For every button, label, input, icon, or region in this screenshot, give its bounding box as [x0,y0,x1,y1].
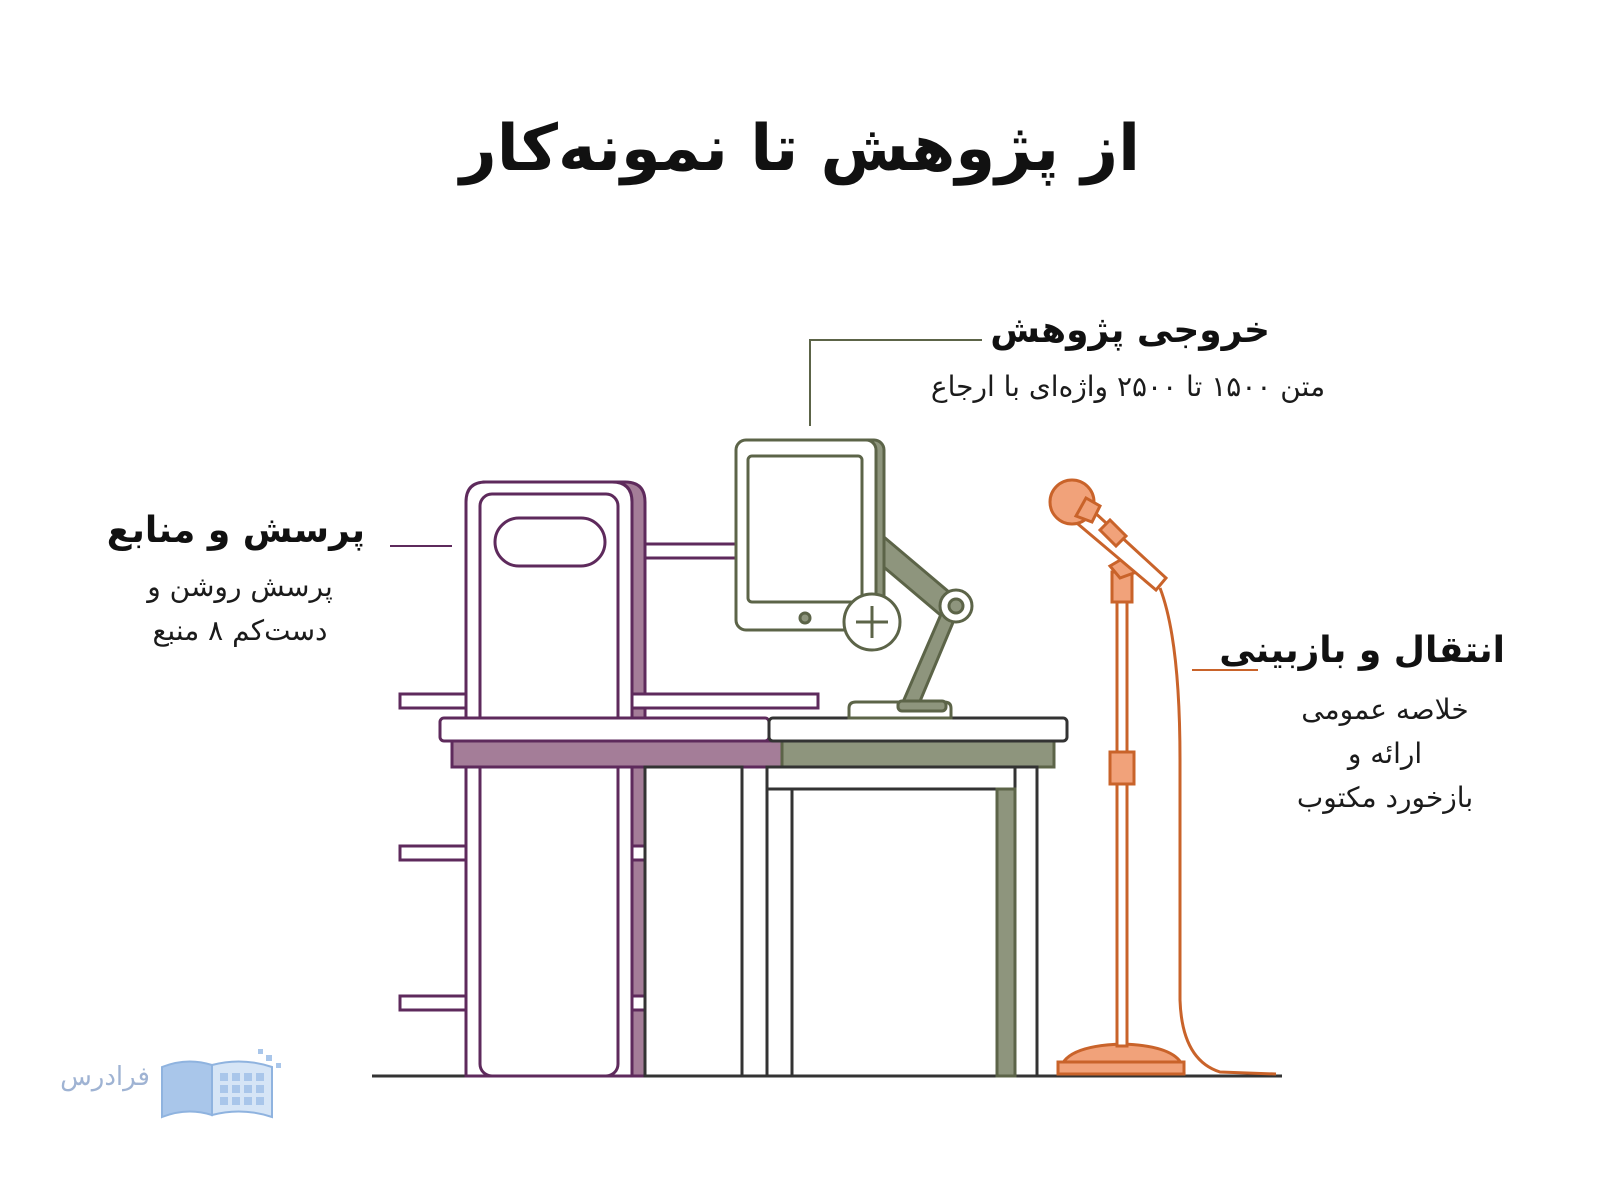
plus-icon [842,592,902,652]
questions-sources-body: پرسش روشن و دست‌کم ۸ منبع [100,565,380,653]
tablet-icon [734,438,974,720]
transfer-review-line: بازخورد مکتوب [1296,781,1474,814]
research-leader-line [809,339,982,426]
questions-sources-line: دست‌کم ۸ منبع [152,614,328,647]
desk-icon [438,716,1069,1078]
transfer-review-title: انتقال و بازبینی [1219,630,1505,671]
book-logo-icon [161,1049,281,1119]
questions-sources-title: پرسش و منابع [106,510,365,551]
microphone-icon [1048,478,1277,1076]
logo-text: فرادرس [60,1062,150,1092]
transfer-review-line: خلاصه عمومی [1301,693,1469,726]
leader-lines [390,339,1258,671]
research-output-body: متن ۱۵۰۰ تا ۲۵۰۰ واژه‌ای با ارجاع [930,370,1326,403]
transfer-review-line: ارائه و [1347,737,1423,770]
research-output-title: خروجی پژوهش [990,310,1270,351]
questions-sources-line: پرسش روشن و [147,570,333,603]
transfer-review-body: خلاصه عمومی ارائه و بازخورد مکتوب [1265,688,1505,820]
page-title: از پژوهش تا نمونه‌کار [459,112,1141,186]
